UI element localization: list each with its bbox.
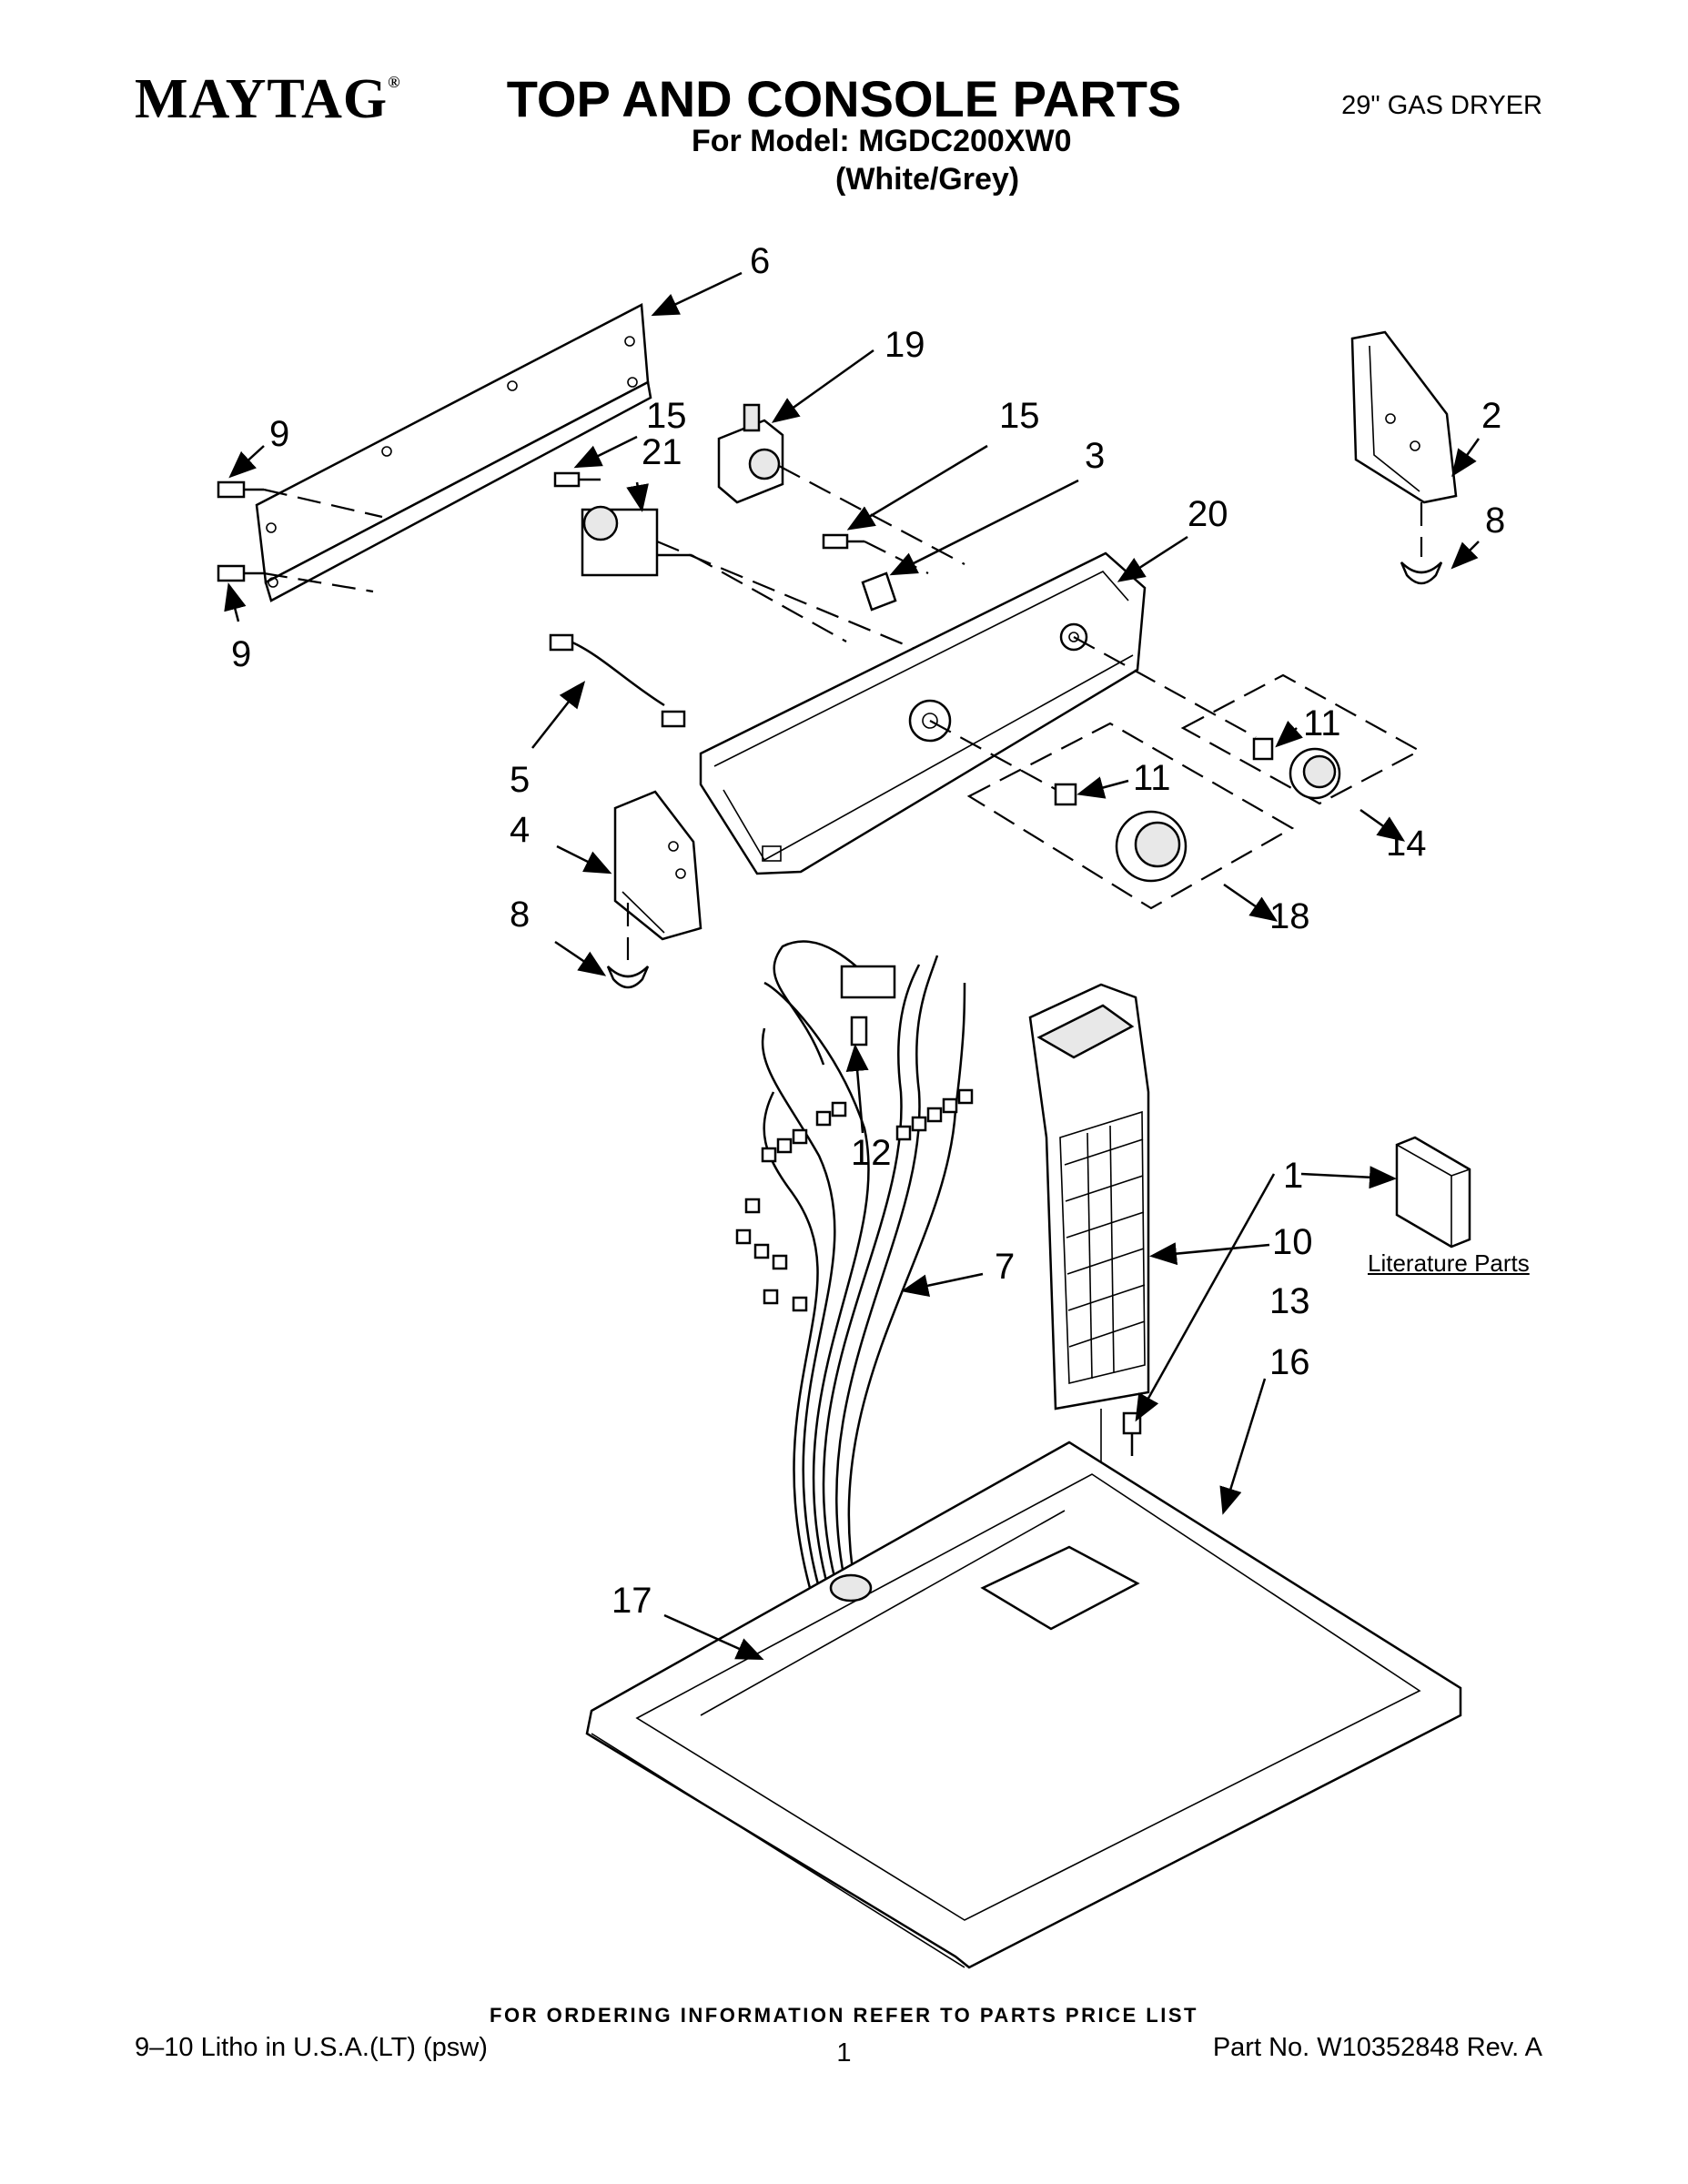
callout-13: 13	[1269, 1281, 1310, 1321]
part-10-lint-screen	[1028, 983, 1150, 1565]
part-4-endcap	[613, 790, 702, 960]
part-19-component	[717, 403, 965, 565]
callout-9: 9	[269, 414, 289, 454]
callout-11: 11	[1303, 703, 1341, 743]
callout-11: 11	[1133, 758, 1171, 798]
callout-8: 8	[1485, 500, 1505, 541]
model-line: For Model: MGDC200XW0	[692, 124, 1072, 158]
callout-19: 19	[884, 325, 925, 365]
callout-18: 18	[1269, 896, 1310, 936]
callout-15: 15	[999, 396, 1040, 436]
part-number: Part No. W10352848 Rev. A	[1212, 2033, 1542, 2062]
part-13-screw	[1122, 1411, 1142, 1456]
brand-logo: MAYTAG®	[135, 68, 401, 130]
callout-14: 14	[1386, 824, 1427, 864]
callout-20: 20	[1188, 494, 1228, 534]
leader-lines	[224, 271, 1481, 1661]
literature-parts-label: Literature Parts	[1368, 1249, 1530, 1277]
callout-8: 8	[510, 895, 530, 935]
part-9-screws	[217, 480, 383, 593]
callout-3: 3	[1085, 436, 1105, 476]
callout-9: 9	[231, 634, 251, 674]
callout-1: 1	[1283, 1156, 1303, 1196]
part-14-knob-kit	[1180, 673, 1422, 805]
callout-12: 12	[851, 1133, 892, 1173]
callout-5: 5	[510, 760, 530, 800]
litho-info: 9–10 Litho in U.S.A.(LT) (psw)	[135, 2033, 488, 2062]
part-21-switch	[553, 471, 920, 652]
part-2-bracket	[1350, 330, 1458, 504]
part-17-top-panel	[585, 1441, 1462, 1969]
part-7-harness	[735, 940, 974, 1589]
part-1-literature	[1395, 1136, 1471, 1249]
part-3-clip	[822, 533, 929, 612]
product-type: 29" GAS DRYER	[1341, 91, 1542, 120]
callout-16: 16	[1269, 1342, 1310, 1382]
callout-15: 15	[646, 396, 687, 436]
callout-4: 4	[510, 810, 530, 850]
ordering-note: FOR ORDERING INFORMATION REFER TO PARTS …	[490, 2004, 1198, 2027]
part-5-wire	[549, 633, 686, 728]
callout-7: 7	[995, 1247, 1015, 1287]
callout-10: 10	[1272, 1222, 1313, 1262]
part-6-bracket	[255, 303, 652, 602]
part-18-knob-kit	[966, 722, 1295, 910]
callout-21: 21	[642, 432, 682, 472]
page-title: TOP AND CONSOLE PARTS	[506, 70, 1182, 127]
part-8-clips	[606, 502, 1443, 989]
color-line: (White/Grey)	[835, 162, 1020, 197]
callout-numbers: 6 9 9 19 15 21 15 3 20 2 8 5 4 8 11 11 1…	[231, 241, 1505, 1621]
callout-2: 2	[1481, 396, 1501, 436]
page-number: 1	[836, 2038, 852, 2068]
callout-17: 17	[612, 1581, 652, 1621]
part-20-console	[699, 551, 1257, 875]
callout-6: 6	[750, 241, 770, 281]
